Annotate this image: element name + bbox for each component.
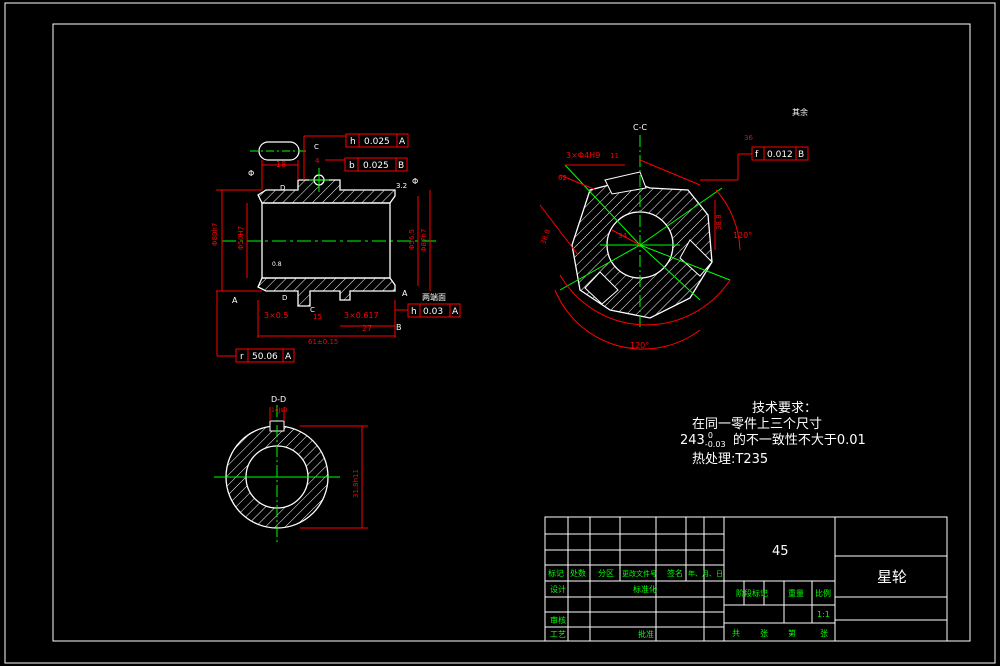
title-block-text: 标记 处数 分区 更改文件号 签名 年、月、日 设计 标准化 审核 工艺 批准 …: [548, 568, 831, 639]
dim-key-width: 18: [276, 160, 286, 169]
dd-section-view: D-D 14Js9 31.8h11: [214, 395, 368, 545]
tb-sheet-unit2: 张: [820, 629, 828, 638]
tb-sheet-unit1: 张: [760, 629, 768, 638]
svg-text:h: h: [411, 307, 417, 317]
svg-text:3.2: 3.2: [396, 182, 407, 190]
roughness-note: 其余: [792, 107, 808, 117]
outer-border: [4, 2, 996, 664]
tb-sheet-num: 第: [788, 628, 796, 638]
tolerance-frame-right: h 0.03 A: [407, 303, 461, 318]
svg-text:0.025: 0.025: [363, 161, 389, 171]
section-label-dd: D-D: [271, 395, 286, 404]
dim-cc-slots: 3×Φ4H9: [566, 151, 600, 160]
tb-weight: 重量: [788, 588, 804, 598]
svg-text:Φ: Φ: [248, 169, 254, 178]
svg-text:Φ80h7: Φ80h7: [211, 223, 219, 246]
section-note: 两端面: [422, 292, 446, 302]
tb-stage-mark: 阶段标记: [736, 588, 768, 598]
svg-text:A: A: [232, 296, 238, 305]
tb-scale-value: 1:1: [817, 610, 830, 619]
svg-text:0.03: 0.03: [423, 307, 443, 317]
svg-text:h: h: [350, 137, 356, 147]
dim-len-27: 27: [362, 324, 372, 333]
svg-text:Φ87h7: Φ87h7: [420, 229, 428, 252]
svg-text:D: D: [280, 184, 285, 192]
svg-text:0.012: 0.012: [767, 150, 793, 160]
dim-key-small: 4: [315, 157, 320, 165]
tb-scale-label: 比例: [815, 588, 831, 598]
svg-text:C: C: [310, 306, 315, 314]
svg-text:A: A: [285, 352, 292, 362]
tech-req-line1: 在同一零件上三个尺寸: [692, 417, 823, 432]
tb-row-standard: 标准化: [633, 584, 657, 594]
dim-cc-r1: 11: [610, 152, 619, 160]
svg-text:f: f: [755, 150, 759, 160]
svg-text:A: A: [402, 289, 408, 298]
tb-row-review: 审核: [550, 615, 566, 625]
svg-text:0.8: 0.8: [272, 261, 282, 268]
dim-cc-right: 36: [744, 134, 753, 142]
tolerance-frame-top2: b 0.025 B: [344, 157, 408, 172]
dim-cc-r4: 38.8: [715, 214, 723, 230]
svg-text:A: A: [399, 137, 406, 147]
svg-text:b: b: [349, 161, 355, 171]
hatch-upper: [257, 179, 396, 204]
svg-text:50.06: 50.06: [252, 352, 278, 362]
svg-text:r: r: [240, 352, 244, 362]
svg-text:B: B: [398, 161, 404, 171]
tech-req-line2-rest: 的不一致性不大于0.01: [732, 433, 866, 448]
svg-text:Φ: Φ: [412, 177, 418, 186]
dim-side-small: 15: [313, 313, 322, 321]
svg-text:Φ50H7: Φ50H7: [237, 226, 245, 250]
tolerance-frame-bottom: r 50.06 A: [216, 291, 295, 363]
svg-text:B: B: [798, 150, 804, 160]
hatch-lower: [257, 277, 396, 307]
tech-req-line2-sup: 0: [707, 431, 713, 440]
tb-row-approve: 批准: [638, 629, 654, 639]
dim-chamfer-left: 3×0.5: [264, 311, 289, 320]
title-block: [544, 516, 948, 642]
tech-req-title: 技术要求：: [752, 401, 818, 416]
dim-chamfer-mid: 3×0.617: [344, 311, 379, 320]
tb-sheet-total: 共: [732, 629, 740, 638]
tb-header-zone: 分区: [598, 569, 614, 578]
svg-text:A: A: [452, 307, 459, 317]
section-label-cc: C-C: [633, 123, 647, 132]
inner-border: [52, 23, 971, 642]
svg-text:Φ56.5: Φ56.5: [408, 229, 416, 250]
tolerance-frame-top1: h 0.025 A: [345, 133, 409, 148]
tb-header-docno: 更改文件号: [622, 569, 657, 578]
svg-text:B: B: [396, 323, 402, 332]
svg-text:0.025: 0.025: [364, 137, 390, 147]
svg-text:38.8: 38.8: [539, 228, 552, 245]
svg-text:14Js9: 14Js9: [271, 407, 288, 414]
tb-header-date: 年、月、日: [688, 569, 723, 578]
tb-material: 45: [772, 544, 789, 559]
tb-part-name: 星轮: [877, 568, 907, 586]
tb-header-count: 处数: [570, 568, 586, 578]
tb-row-design: 设计: [550, 584, 566, 594]
dim-len-total: 61±0.15: [308, 338, 338, 346]
svg-text:C: C: [314, 143, 319, 151]
tech-req-line2-base: 243: [680, 433, 705, 448]
cc-section-view: C-C 其余 3×Φ4H9: [539, 107, 809, 350]
tech-req-line2-sub: -0.03: [704, 440, 726, 449]
dim-dd: 31.8h11: [352, 469, 360, 498]
tolerance-frame-cc: f 0.012 B: [751, 146, 809, 161]
dim-cc-angle-bottom: 120°: [630, 341, 649, 350]
dim-cc-angle: 120°: [733, 231, 752, 240]
tb-header-mark: 标记: [548, 568, 564, 578]
tech-req-line3: 热处理:T235: [692, 452, 769, 467]
dim-cc-r2: 62: [558, 174, 567, 182]
tb-row-process: 工艺: [550, 630, 566, 639]
dim-cc-r3: 34: [618, 232, 627, 240]
tb-header-sign: 签名: [667, 568, 683, 578]
main-section-view: Φ80h7 Φ50H7 Φ56.5 Φ87h7 18 4 3×0.5 15 3×…: [211, 133, 461, 363]
svg-text:D: D: [282, 294, 287, 302]
